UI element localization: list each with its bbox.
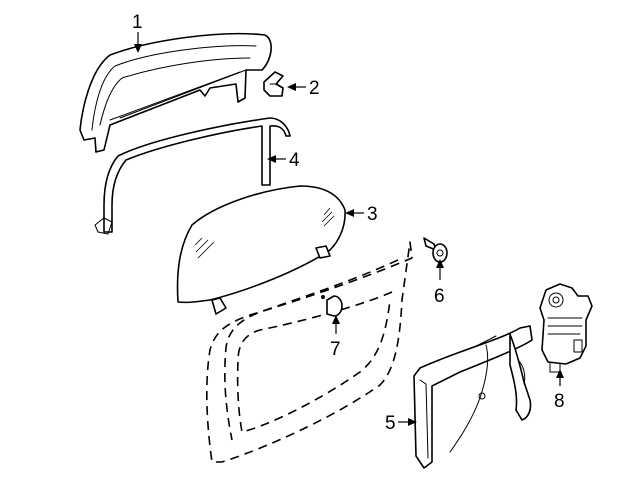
leader-5 bbox=[398, 418, 417, 426]
part-1-top-frame bbox=[79, 32, 272, 153]
callout-3: 3 bbox=[367, 204, 378, 225]
callout-7: 7 bbox=[330, 339, 341, 360]
callout-2: 2 bbox=[309, 78, 320, 99]
callout-6: 6 bbox=[434, 286, 445, 307]
part-4-weatherstrip bbox=[94, 117, 291, 235]
part-5-window-regulator bbox=[413, 325, 533, 469]
callout-4: 4 bbox=[289, 150, 300, 171]
callout-1: 1 bbox=[132, 12, 143, 33]
leader-1 bbox=[134, 32, 142, 53]
callout-5: 5 bbox=[385, 413, 396, 434]
leader-6 bbox=[436, 259, 444, 280]
part-6-pin bbox=[423, 237, 448, 263]
leader-4 bbox=[267, 155, 286, 163]
leader-2 bbox=[287, 83, 306, 91]
part-3-window-glass bbox=[176, 185, 346, 315]
part-8-motor bbox=[539, 283, 593, 373]
door-outline bbox=[206, 241, 413, 463]
leader-3 bbox=[345, 209, 364, 217]
part-7-screw bbox=[320, 294, 343, 317]
part-2-clip bbox=[263, 71, 284, 97]
leader-7 bbox=[332, 315, 340, 334]
callout-8: 8 bbox=[554, 391, 565, 412]
leader-8 bbox=[556, 369, 564, 386]
